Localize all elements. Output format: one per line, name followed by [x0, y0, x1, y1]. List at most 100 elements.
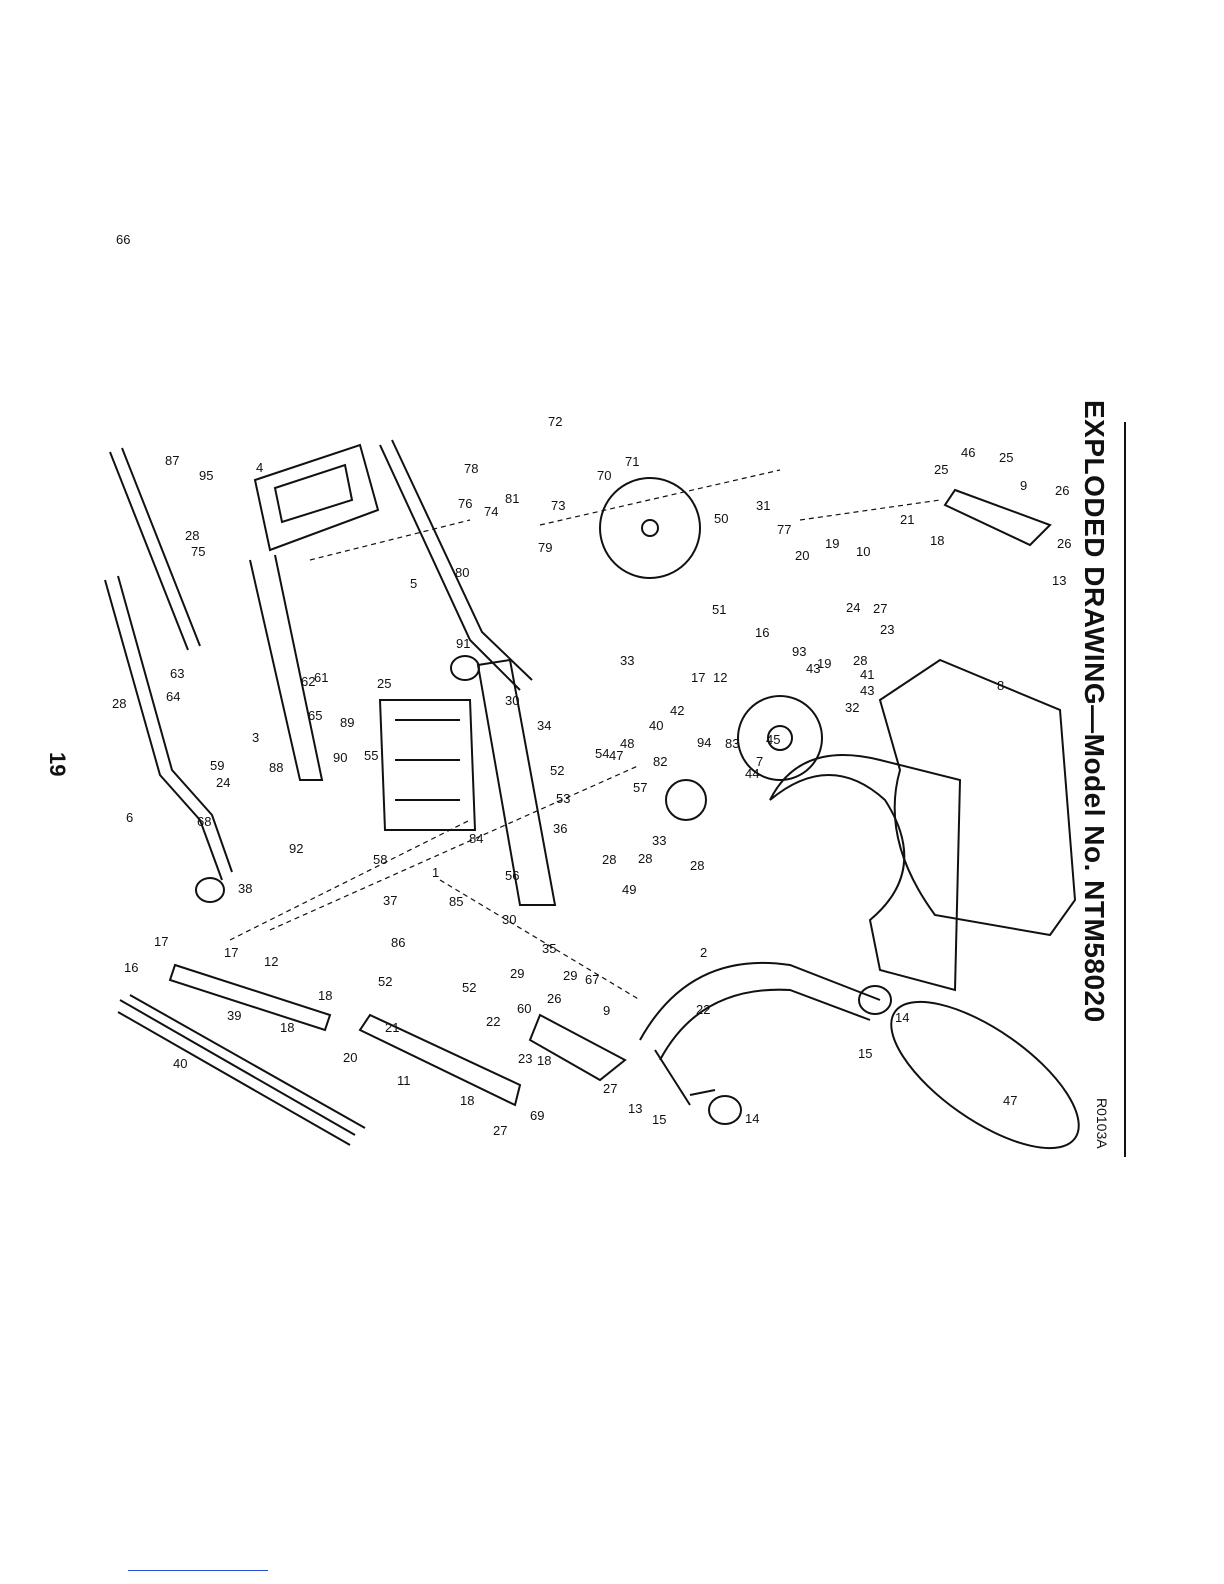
callout: 62 [301, 674, 315, 689]
title-rule [1124, 422, 1126, 1157]
callout: 45 [766, 732, 780, 747]
callout: 64 [166, 689, 180, 704]
callout: 33 [620, 653, 634, 668]
callout: 12 [713, 670, 727, 685]
left-arm-pole [109, 447, 201, 651]
callout: 20 [343, 1050, 357, 1065]
callout: 86 [391, 935, 405, 950]
callout: 18 [537, 1053, 551, 1068]
callout: 26 [1055, 483, 1069, 498]
callout: 18 [318, 988, 332, 1003]
callout: 21 [900, 512, 914, 527]
callout: 43 [860, 683, 874, 698]
callout: 93 [792, 644, 806, 659]
callout: 37 [383, 893, 397, 908]
callout: 39 [227, 1008, 241, 1023]
callout: 53 [556, 791, 570, 806]
callout: 33 [652, 833, 666, 848]
belt-48 [890, 1000, 1080, 1150]
callout: 16 [755, 625, 769, 640]
pedal-9-upper [943, 488, 1052, 547]
footer-underline [128, 1570, 268, 1571]
callout: 3 [252, 730, 259, 745]
callout: 81 [505, 491, 519, 506]
shroud-8 [878, 658, 1077, 937]
callout: 38 [238, 881, 252, 896]
callout: 87 [165, 453, 179, 468]
callout: 70 [597, 468, 611, 483]
callout: 16 [124, 960, 138, 975]
callout: 88 [269, 760, 283, 775]
callout: 41 [860, 667, 874, 682]
pedal-arm-11 [358, 1013, 522, 1107]
callout: 83 [725, 736, 739, 751]
callout: 25 [999, 450, 1013, 465]
callout: 17 [691, 670, 705, 685]
callout: 5 [410, 576, 417, 591]
callout: 59 [210, 758, 224, 773]
callout: 42 [670, 703, 684, 718]
callout: 24 [846, 600, 860, 615]
callout: 52 [550, 763, 564, 778]
callout: 40 [173, 1056, 187, 1071]
foot-14b [708, 1095, 742, 1125]
callout: 28 [638, 851, 652, 866]
frame-base [378, 699, 477, 831]
rail-40b [117, 1011, 351, 1146]
callout: 75 [191, 544, 205, 559]
left-handle-pole [104, 575, 233, 881]
console-mast [249, 554, 324, 781]
callout: 52 [462, 980, 476, 995]
callout: 19 [817, 656, 831, 671]
callout: 89 [340, 715, 354, 730]
callout: 20 [795, 548, 809, 563]
main-upright [476, 658, 557, 906]
callout: 95 [199, 468, 213, 483]
shroud-7 [769, 754, 962, 992]
callout: 65 [308, 708, 322, 723]
callout: 28 [853, 653, 867, 668]
callout: 22 [486, 1014, 500, 1029]
callout: 77 [777, 522, 791, 537]
callout: 28 [602, 852, 616, 867]
callout: 60 [517, 1001, 531, 1016]
callout: 56 [505, 868, 519, 883]
base-frame-2 [639, 961, 881, 1106]
callout: 61 [314, 670, 328, 685]
callout: 31 [756, 498, 770, 513]
callout: 40 [649, 718, 663, 733]
callout: 27 [873, 601, 887, 616]
callout: 32 [845, 700, 859, 715]
callout: 29 [563, 968, 577, 983]
callout: 68 [197, 814, 211, 829]
callout: 50 [714, 511, 728, 526]
callout: 23 [880, 622, 894, 637]
callout: 25 [934, 462, 948, 477]
callout: 36 [553, 821, 567, 836]
callout: 26 [1057, 536, 1071, 551]
callout: 9 [603, 1003, 610, 1018]
callout: 47 [609, 748, 623, 763]
callout: 35 [542, 941, 556, 956]
callout: 18 [460, 1093, 474, 1108]
callout: 7 [756, 754, 763, 769]
cap-94 [195, 877, 225, 903]
callout: 13 [1052, 573, 1066, 588]
callout: 21 [385, 1020, 399, 1035]
callout: 19 [825, 536, 839, 551]
callout: 69 [530, 1108, 544, 1123]
callout: 29 [510, 966, 524, 981]
callout: 25 [377, 676, 391, 691]
callout: 15 [858, 1046, 872, 1061]
callout: 52 [378, 974, 392, 989]
callout: 24 [216, 775, 230, 790]
callout: 51 [712, 602, 726, 617]
callout: 15 [652, 1112, 666, 1127]
callout: 80 [455, 565, 469, 580]
right-arm-pole [379, 439, 533, 691]
callout: 18 [930, 533, 944, 548]
callout: 91 [456, 636, 470, 651]
pulley-85 [665, 779, 707, 821]
callout: 71 [625, 454, 639, 469]
